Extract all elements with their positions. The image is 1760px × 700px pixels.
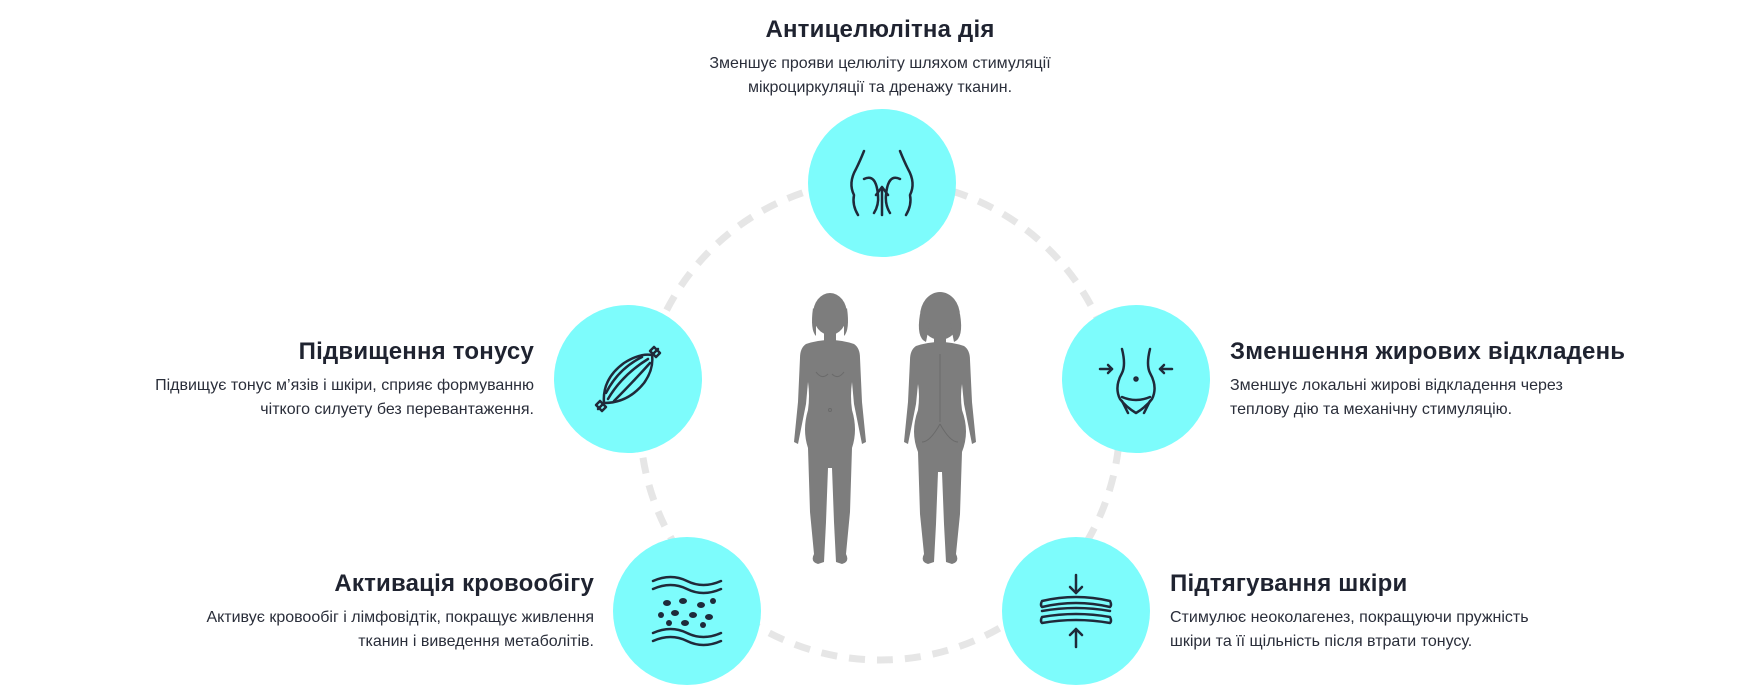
muscle-icon [594, 345, 662, 413]
benefit-description-line: Зменшує локальні жирові відкладення чере… [1230, 377, 1563, 394]
benefit-title: Зменшення жирових відкладень [1230, 338, 1626, 365]
waist-slimming-icon [1098, 347, 1174, 415]
benefit-circulation: Активація кровообігу Активує кровообіг і… [60, 570, 594, 654]
benefit-description-line: шкіри та її щільність після втрати тонус… [1170, 633, 1473, 650]
tone-circle [554, 305, 702, 453]
benefit-description-line: Зменшує прояви целюліту шляхом стимуляці… [709, 55, 1051, 72]
benefit-description-line: теплову дію та механічну стимуляцію. [1230, 401, 1513, 418]
buttocks-lift-icon [850, 149, 914, 217]
benefit-description-line: Стимулює неоколагенез, покращуючи пружні… [1170, 609, 1529, 626]
benefit-title: Антицелюлітна дія [765, 16, 995, 43]
benefit-tone: Підвищення тонусу Підвищує тонус м’язів … [40, 338, 534, 422]
female-back-silhouette-icon [904, 292, 976, 564]
benefit-description-line: Активує кровообіг і лімфовідтік, покращу… [206, 609, 594, 626]
benefit-fat-reduction: Зменшення жирових відкладень Зменшує лок… [1230, 338, 1730, 422]
female-front-silhouette-icon [794, 293, 866, 564]
benefit-description-line: мікроциркуляції та дренажу тканин. [747, 79, 1013, 96]
benefit-anticellulite: Антицелюлітна дія Зменшує прояви целюліт… [560, 16, 1200, 100]
blood-flow-icon [651, 575, 723, 647]
benefit-title: Активація кровообігу [334, 570, 594, 597]
benefit-description-line: тканин і виведення метаболітів. [358, 633, 594, 650]
benefit-skin-lifting: Підтягування шкіри Стимулює неоколагенез… [1170, 570, 1670, 654]
benefit-description-line: Підвищує тонус м’язів і шкіри, сприяє фо… [155, 377, 534, 394]
anticellulite-circle [808, 109, 956, 257]
benefit-title: Підвищення тонусу [298, 338, 534, 365]
benefit-title: Підтягування шкіри [1170, 570, 1408, 597]
circulation-circle [613, 537, 761, 685]
skin-layers-compress-icon [1039, 573, 1113, 649]
benefit-description-line: чіткого силуету без перевантаження. [260, 401, 534, 418]
fat-reduction-circle [1062, 305, 1210, 453]
skin-lifting-circle [1002, 537, 1150, 685]
